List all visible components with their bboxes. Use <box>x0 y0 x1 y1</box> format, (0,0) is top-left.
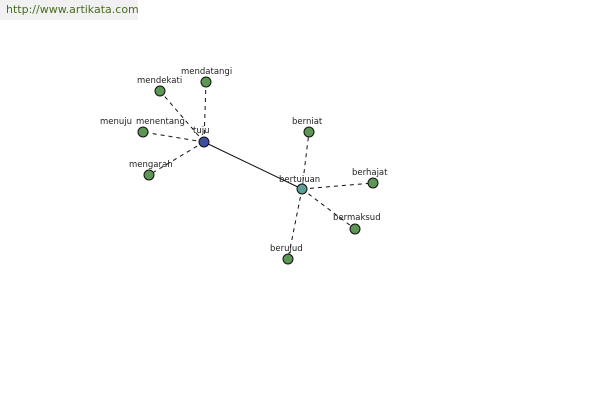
edge-tuju-mengarah <box>148 141 205 176</box>
edge-tuju-menentang <box>142 131 205 143</box>
node-label-tuju[interactable]: tuju <box>193 126 209 136</box>
node-menuju[interactable] <box>137 126 149 138</box>
node-mengarah[interactable] <box>143 169 155 181</box>
url-banner[interactable]: http://www.artikata.com <box>0 0 139 20</box>
node-tuju[interactable] <box>198 136 210 148</box>
node-label-menentang[interactable]: menentang <box>136 117 185 127</box>
edge-tuju-mendekati <box>159 90 205 143</box>
node-label-berniat[interactable]: berniat <box>292 117 323 127</box>
edge-bertujuan-bermaksud <box>301 188 356 230</box>
node-bermaksud[interactable] <box>349 223 361 235</box>
node-label-bertujuan[interactable]: bertujuan <box>279 175 320 185</box>
node-label-bermaksud[interactable]: bermaksud <box>333 213 381 223</box>
graph-edges <box>142 81 374 260</box>
node-label-berujud[interactable]: berujud <box>270 244 303 254</box>
node-label-mengarah[interactable]: mengarah <box>129 160 173 170</box>
node-mendekati[interactable] <box>154 85 166 97</box>
node-berniat[interactable] <box>303 126 315 138</box>
node-bertujuan[interactable] <box>296 183 308 195</box>
node-label-berhajat[interactable]: berhajat <box>352 168 388 178</box>
node-mendatangi[interactable] <box>200 76 212 88</box>
node-berhajat[interactable] <box>367 177 379 189</box>
edge-tuju-bertujuan <box>203 141 303 190</box>
node-label-mendekati[interactable]: mendekati <box>137 76 182 86</box>
edge-bertujuan-berhajat <box>301 182 374 190</box>
edge-bertujuan-berujud <box>287 188 303 260</box>
edge-tuju-mendatangi <box>203 81 207 143</box>
node-label-mendatangi[interactable]: mendatangi <box>181 67 232 77</box>
node-label-menuju[interactable]: menuju <box>100 117 132 127</box>
edge-bertujuan-berniat <box>301 131 310 190</box>
node-berujud[interactable] <box>282 253 294 265</box>
